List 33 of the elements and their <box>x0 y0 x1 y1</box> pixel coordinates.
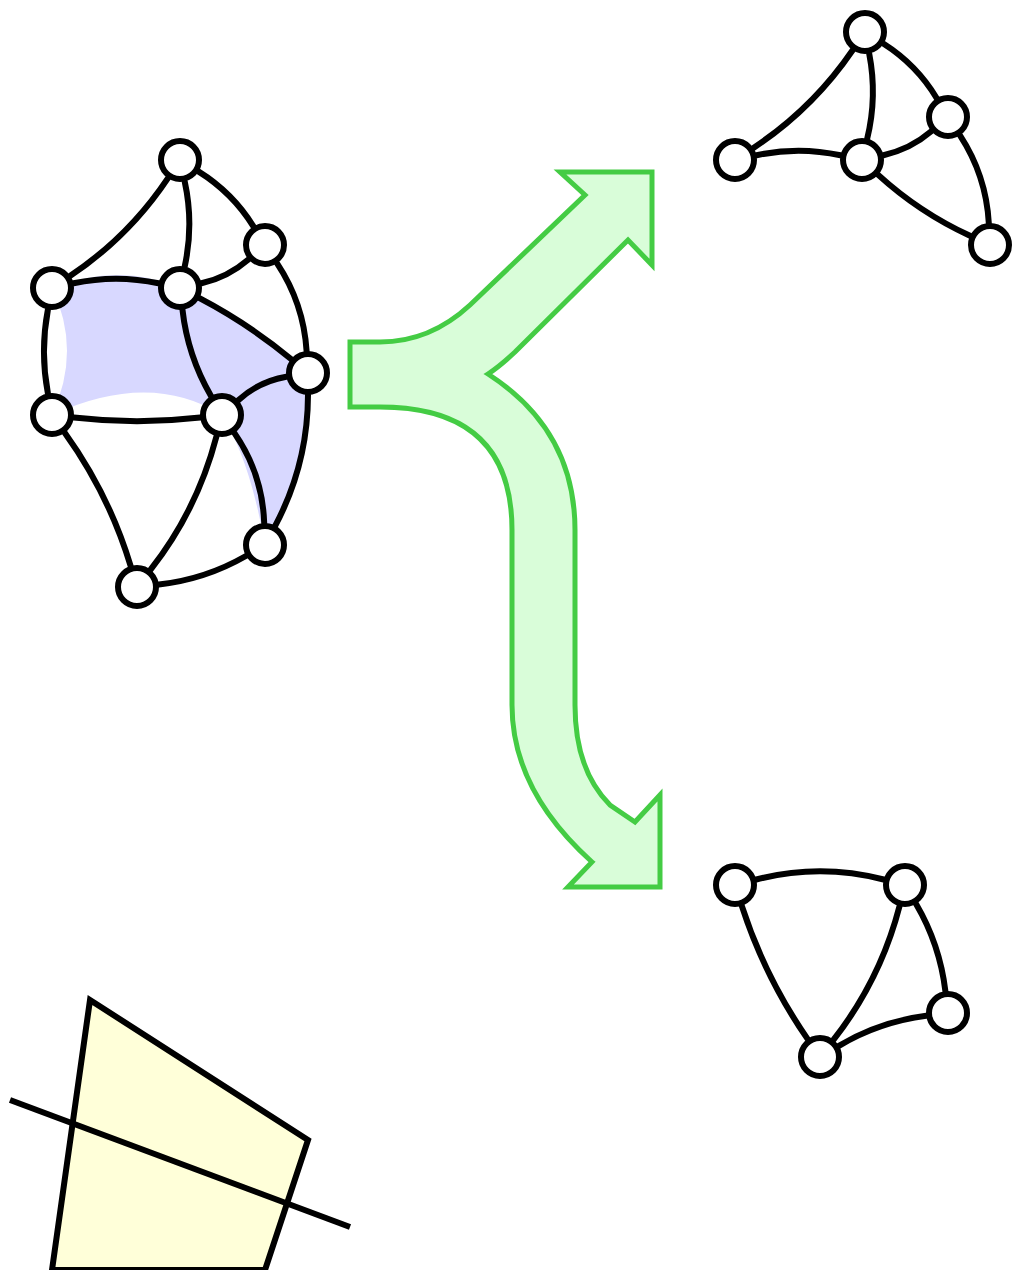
graph-vertex <box>968 223 1012 267</box>
graph-edge <box>880 40 940 102</box>
graph-edge <box>274 260 310 354</box>
graph-vertex <box>713 138 757 182</box>
graph-vertex <box>243 523 287 567</box>
graph-edge <box>864 50 876 142</box>
graph-edge <box>875 171 973 239</box>
graph-edge <box>181 178 193 270</box>
graph-vertex <box>158 266 202 310</box>
graph-edge <box>231 430 268 526</box>
graph-vertex <box>30 393 74 437</box>
graph-vertex <box>843 10 887 54</box>
graph-vertex <box>713 863 757 907</box>
graph-vertex <box>798 1035 842 1079</box>
graph-edge <box>40 306 51 397</box>
graph-vertex <box>115 565 159 609</box>
graph-edge <box>67 175 171 279</box>
graph-edge <box>957 132 992 226</box>
graph-vertex <box>883 863 927 907</box>
graph-edge <box>830 903 903 1043</box>
graph-edge <box>196 295 294 362</box>
graph-vertex <box>286 351 330 395</box>
graph-vertex <box>926 95 970 139</box>
graph-vertex <box>158 138 202 182</box>
graph-edge <box>272 392 311 529</box>
graph-edge <box>750 47 856 151</box>
graph-edge <box>195 168 257 230</box>
graph-edge <box>147 433 220 573</box>
graph-vertex <box>926 991 970 1035</box>
graph-vertex <box>840 138 884 182</box>
graph-edge <box>61 429 134 569</box>
graph-vertex <box>30 266 74 310</box>
graph-vertex <box>243 223 287 267</box>
